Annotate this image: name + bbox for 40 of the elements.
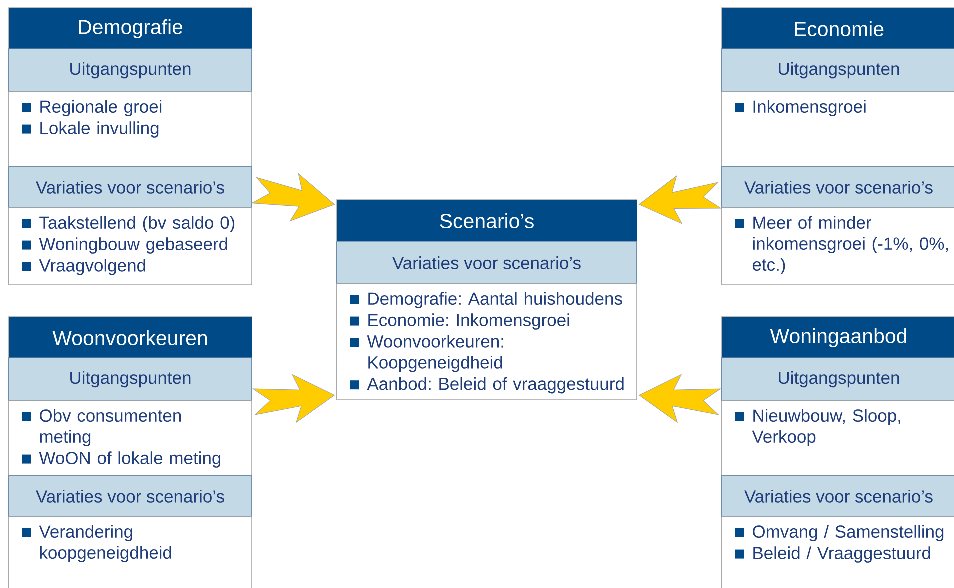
bullet-item: Aanbod: Beleid of vraaggestuurd — [350, 377, 624, 394]
bullet-item: Woningbouw gebaseerd — [22, 238, 228, 254]
bullet-item: Demografie: Aantal huishoudens — [350, 292, 622, 309]
bullet-item: Meer of minder inkomensgroei (-1%, 0%, etc.) — [735, 216, 948, 275]
bullet-item: Beleid / Vraaggestuurd — [735, 546, 930, 563]
bullet-item: Lokale invulling — [22, 122, 159, 138]
bullet-item: Regionale groei — [22, 100, 162, 117]
bullet-item: Nieuwbouw, Sloop, Verkoop — [735, 409, 900, 447]
section-header: Variaties voor scenario’s — [336, 242, 638, 284]
bullet-item: Verandering koopgeneigdheid — [22, 525, 172, 563]
content-box — [8, 400, 252, 476]
section-header: Uitgangspunten — [8, 358, 252, 402]
bullet-item: Obv consumenten meting — [22, 409, 182, 447]
content-box — [722, 208, 954, 286]
content-box — [722, 400, 954, 476]
section-header: Variaties voor scenario’s — [8, 166, 252, 208]
bullet-item: WoON of lokale meting — [22, 452, 221, 468]
content-box — [336, 284, 638, 400]
section-header: Variaties voor scenario’s — [722, 166, 954, 208]
section-header: Uitgangspunten — [722, 358, 954, 402]
content-box — [722, 92, 954, 168]
section-header: Variaties voor scenario’s — [8, 476, 252, 518]
bullet-item: Vraagvolgend — [22, 259, 146, 276]
section-header: Uitgangspunten — [8, 48, 252, 92]
bullet-item: Woonvoorkeuren: Koopgeneigdheid — [350, 335, 504, 372]
title-bar: Scenario’s — [337, 200, 637, 241]
bullet-item: Omvang / Samenstelling — [735, 525, 944, 542]
section-header: Uitgangspunten — [722, 48, 954, 92]
content-box — [8, 92, 252, 168]
section-header: Variaties voor scenario’s — [722, 476, 954, 518]
title-bar: Economie — [722, 8, 954, 49]
title-bar: Woningaanbod — [722, 317, 954, 358]
bullet-item: Inkomensgroei — [735, 100, 866, 117]
content-box — [722, 516, 954, 588]
bullet-item: Economie: Inkomensgroei — [350, 314, 570, 330]
bullet-item: Taakstellend (bv saldo 0) — [22, 216, 235, 233]
title-bar: Woonvoorkeuren — [9, 317, 252, 358]
title-bar: Demografie — [9, 8, 252, 49]
content-box — [8, 516, 252, 588]
content-box — [8, 208, 252, 286]
